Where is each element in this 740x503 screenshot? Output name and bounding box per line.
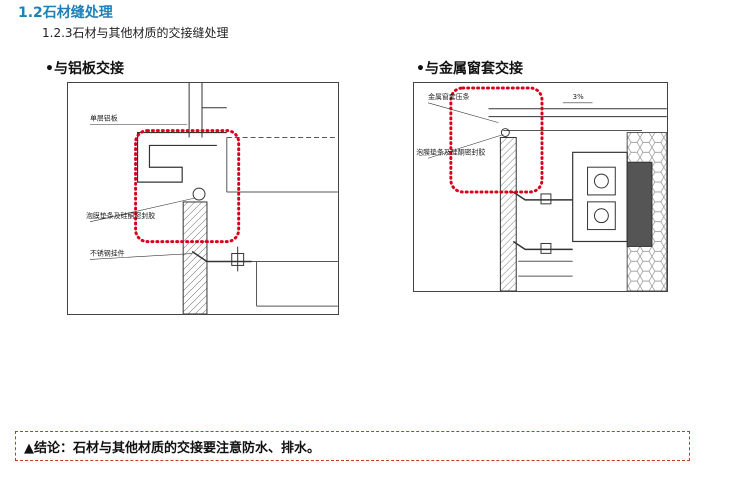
highlight-joint-left	[134, 129, 241, 244]
steel-hanger	[191, 250, 252, 263]
section-heading: 1.2石材缝处理	[18, 5, 113, 21]
subsection-heading: 1.2.3石材与其他材质的交接缝处理	[42, 26, 229, 40]
label-window-strip: 金属窗套压条	[428, 92, 470, 101]
highlight-joint-right	[449, 86, 544, 194]
conclusion-box: ▲结论：石材与其他材质的交接要注意防水、排水。	[15, 431, 690, 461]
label-steel-hanger: 不锈钢挂件	[90, 249, 125, 258]
metal-frame	[572, 151, 628, 243]
label-slope: 3%	[573, 93, 584, 101]
label-aluminum-panel: 单层铝板	[90, 114, 118, 123]
left-figure-title: •与铝板交接	[45, 61, 124, 77]
window-frame-junction-drawing: 3% 金属窗套压条 泡膜垫条及硅酮密封胶	[413, 82, 668, 292]
stone-slab	[182, 201, 208, 314]
stone-slab-right	[499, 136, 517, 291]
label-sealant-right: 泡膜垫条及硅酮密封胶	[416, 147, 485, 156]
aluminum-junction-drawing: 单层铝板 泡膜垫条及硅酮密封胶 不锈钢挂件	[67, 82, 339, 315]
aluminum-panel	[136, 131, 227, 183]
aluminum-junction-svg: 单层铝板 泡膜垫条及硅酮密封胶 不锈钢挂件	[86, 83, 338, 314]
window-frame-junction-svg: 3% 金属窗套压条 泡膜垫条及硅酮密封胶	[416, 86, 667, 291]
label-sealant-left: 泡膜垫条及硅酮密封胶	[86, 211, 155, 220]
right-figure-title: •与金属窗套交接	[416, 61, 523, 77]
backer-rod	[192, 187, 206, 201]
